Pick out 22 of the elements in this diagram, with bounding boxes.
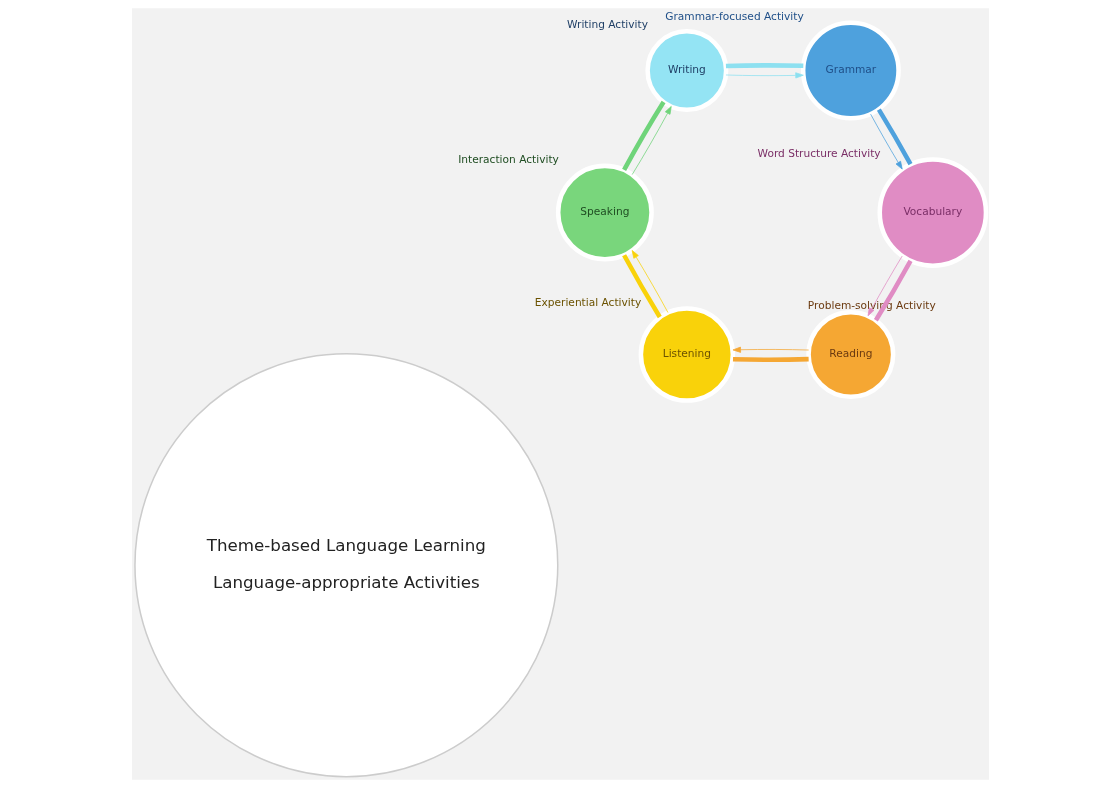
- arrow: [869, 113, 903, 170]
- node-label: Interaction Activity: [457, 153, 559, 166]
- node-circle: Listening: [638, 306, 735, 403]
- node-label: Problem-solving Activity: [807, 299, 936, 313]
- arrow: [631, 250, 668, 313]
- connector: [621, 100, 665, 171]
- connector: [876, 108, 912, 166]
- node-label: Word Structure Activity: [757, 146, 881, 160]
- connector: [621, 254, 662, 319]
- connector: [873, 259, 913, 322]
- node-label: Grammar-focused Activity: [664, 9, 804, 23]
- node-label: Experiential Activity: [534, 295, 641, 309]
- node-circle: Theme-based Language Learning Language-appropriate Activities: [133, 353, 559, 778]
- connector: [725, 63, 803, 69]
- arrow: [725, 72, 804, 79]
- arrow: [732, 346, 809, 353]
- node-circle: Reading: [805, 310, 895, 400]
- arrow: [631, 106, 672, 175]
- connector: [732, 356, 809, 362]
- node-circle: Grammar: [800, 20, 901, 121]
- arrow: [867, 255, 903, 317]
- node-label: Writing Activity: [566, 18, 648, 32]
